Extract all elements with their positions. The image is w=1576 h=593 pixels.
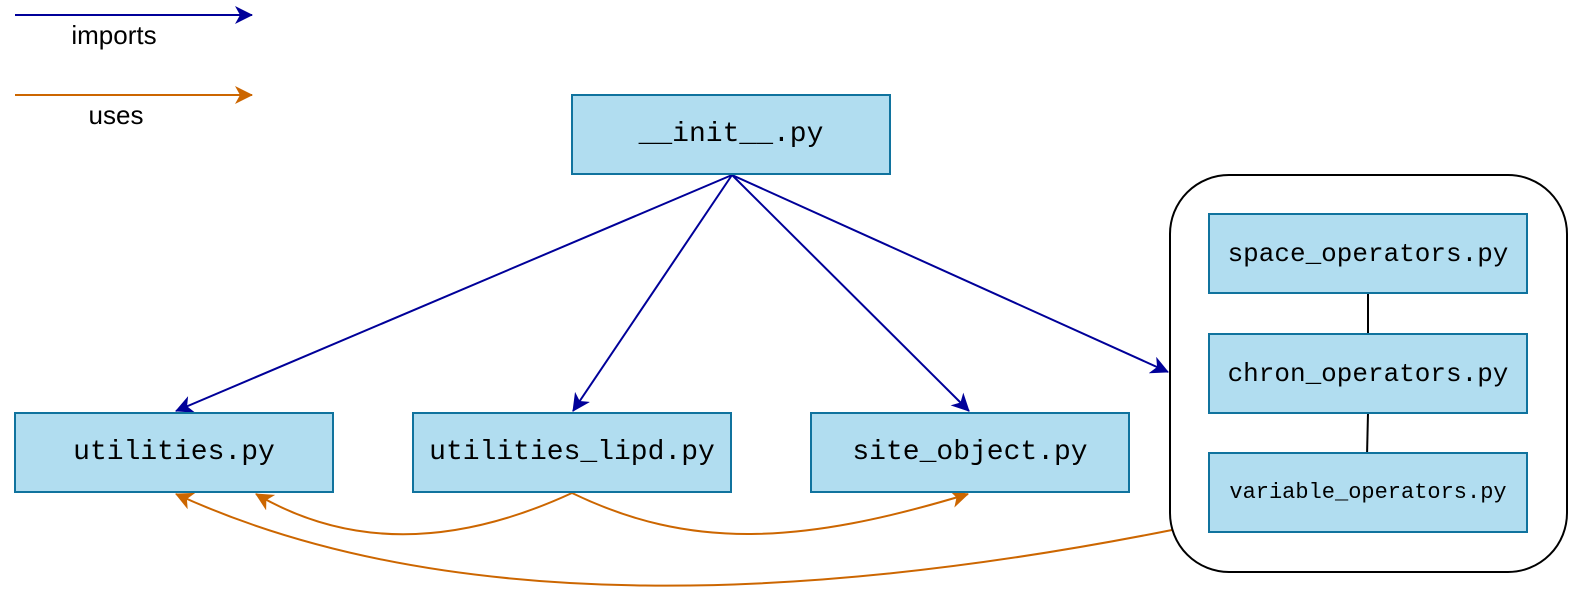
module-utilities-lipd[interactable]: utilities_lipd.py	[412, 412, 732, 493]
edge-imports-init-to-operators-group	[731, 174, 1169, 374]
edge-imports-init-to-site-object	[731, 174, 970, 412]
legend-uses-label: uses	[88, 100, 144, 130]
edge-imports-init-to-utilities-lipd	[572, 174, 733, 412]
module-site-object[interactable]: site_object.py	[810, 412, 1130, 493]
edge-uses-lipd-to-utilities	[255, 492, 573, 536]
edge-imports-init-to-utilities	[175, 174, 733, 413]
module-init[interactable]: __init__.py	[571, 94, 891, 175]
edge-uses-lipd-to-site-object	[571, 490, 969, 535]
module-utilities[interactable]: utilities.py	[14, 412, 334, 493]
legend-imports-label: imports	[71, 20, 157, 50]
edge-uses-operators-to-utilities	[175, 492, 1173, 587]
module-space-operators[interactable]: space_operators.py	[1208, 213, 1528, 294]
module-variable-operators[interactable]: variable_operators.py	[1208, 452, 1528, 533]
module-chron-operators[interactable]: chron_operators.py	[1208, 333, 1528, 414]
